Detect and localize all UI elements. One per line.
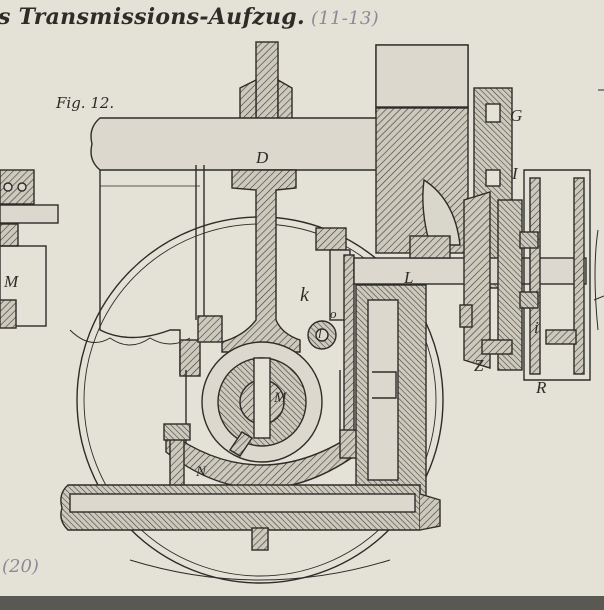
support-post xyxy=(221,169,301,353)
header-title: s Transmissions-Aufzug. xyxy=(0,4,305,30)
label-o: o xyxy=(330,306,337,321)
bottom-edge xyxy=(0,596,604,610)
label-D: D xyxy=(256,148,269,167)
label-Z: Z xyxy=(474,356,484,375)
page-header: s Transmissions-Aufzug.(11-13) xyxy=(0,4,379,30)
pulley-R xyxy=(523,169,591,381)
label-M-center: M xyxy=(274,390,287,406)
label-I: I xyxy=(512,164,518,183)
header-ref: (11-13) xyxy=(310,8,379,29)
label-i: i xyxy=(534,318,539,337)
label-R: R xyxy=(536,378,547,397)
figure-label: Fig. 12. xyxy=(56,94,115,112)
label-N: N xyxy=(196,464,207,480)
left-partial-part xyxy=(0,169,59,329)
label-k: k xyxy=(300,284,309,306)
shaft-D xyxy=(90,117,379,171)
upper-column xyxy=(255,41,279,121)
label-L: L xyxy=(404,268,414,287)
page-reference: (20) xyxy=(2,556,39,577)
label-l: l xyxy=(318,326,322,341)
label-M-left: M xyxy=(4,272,19,291)
label-G: G xyxy=(510,106,523,125)
